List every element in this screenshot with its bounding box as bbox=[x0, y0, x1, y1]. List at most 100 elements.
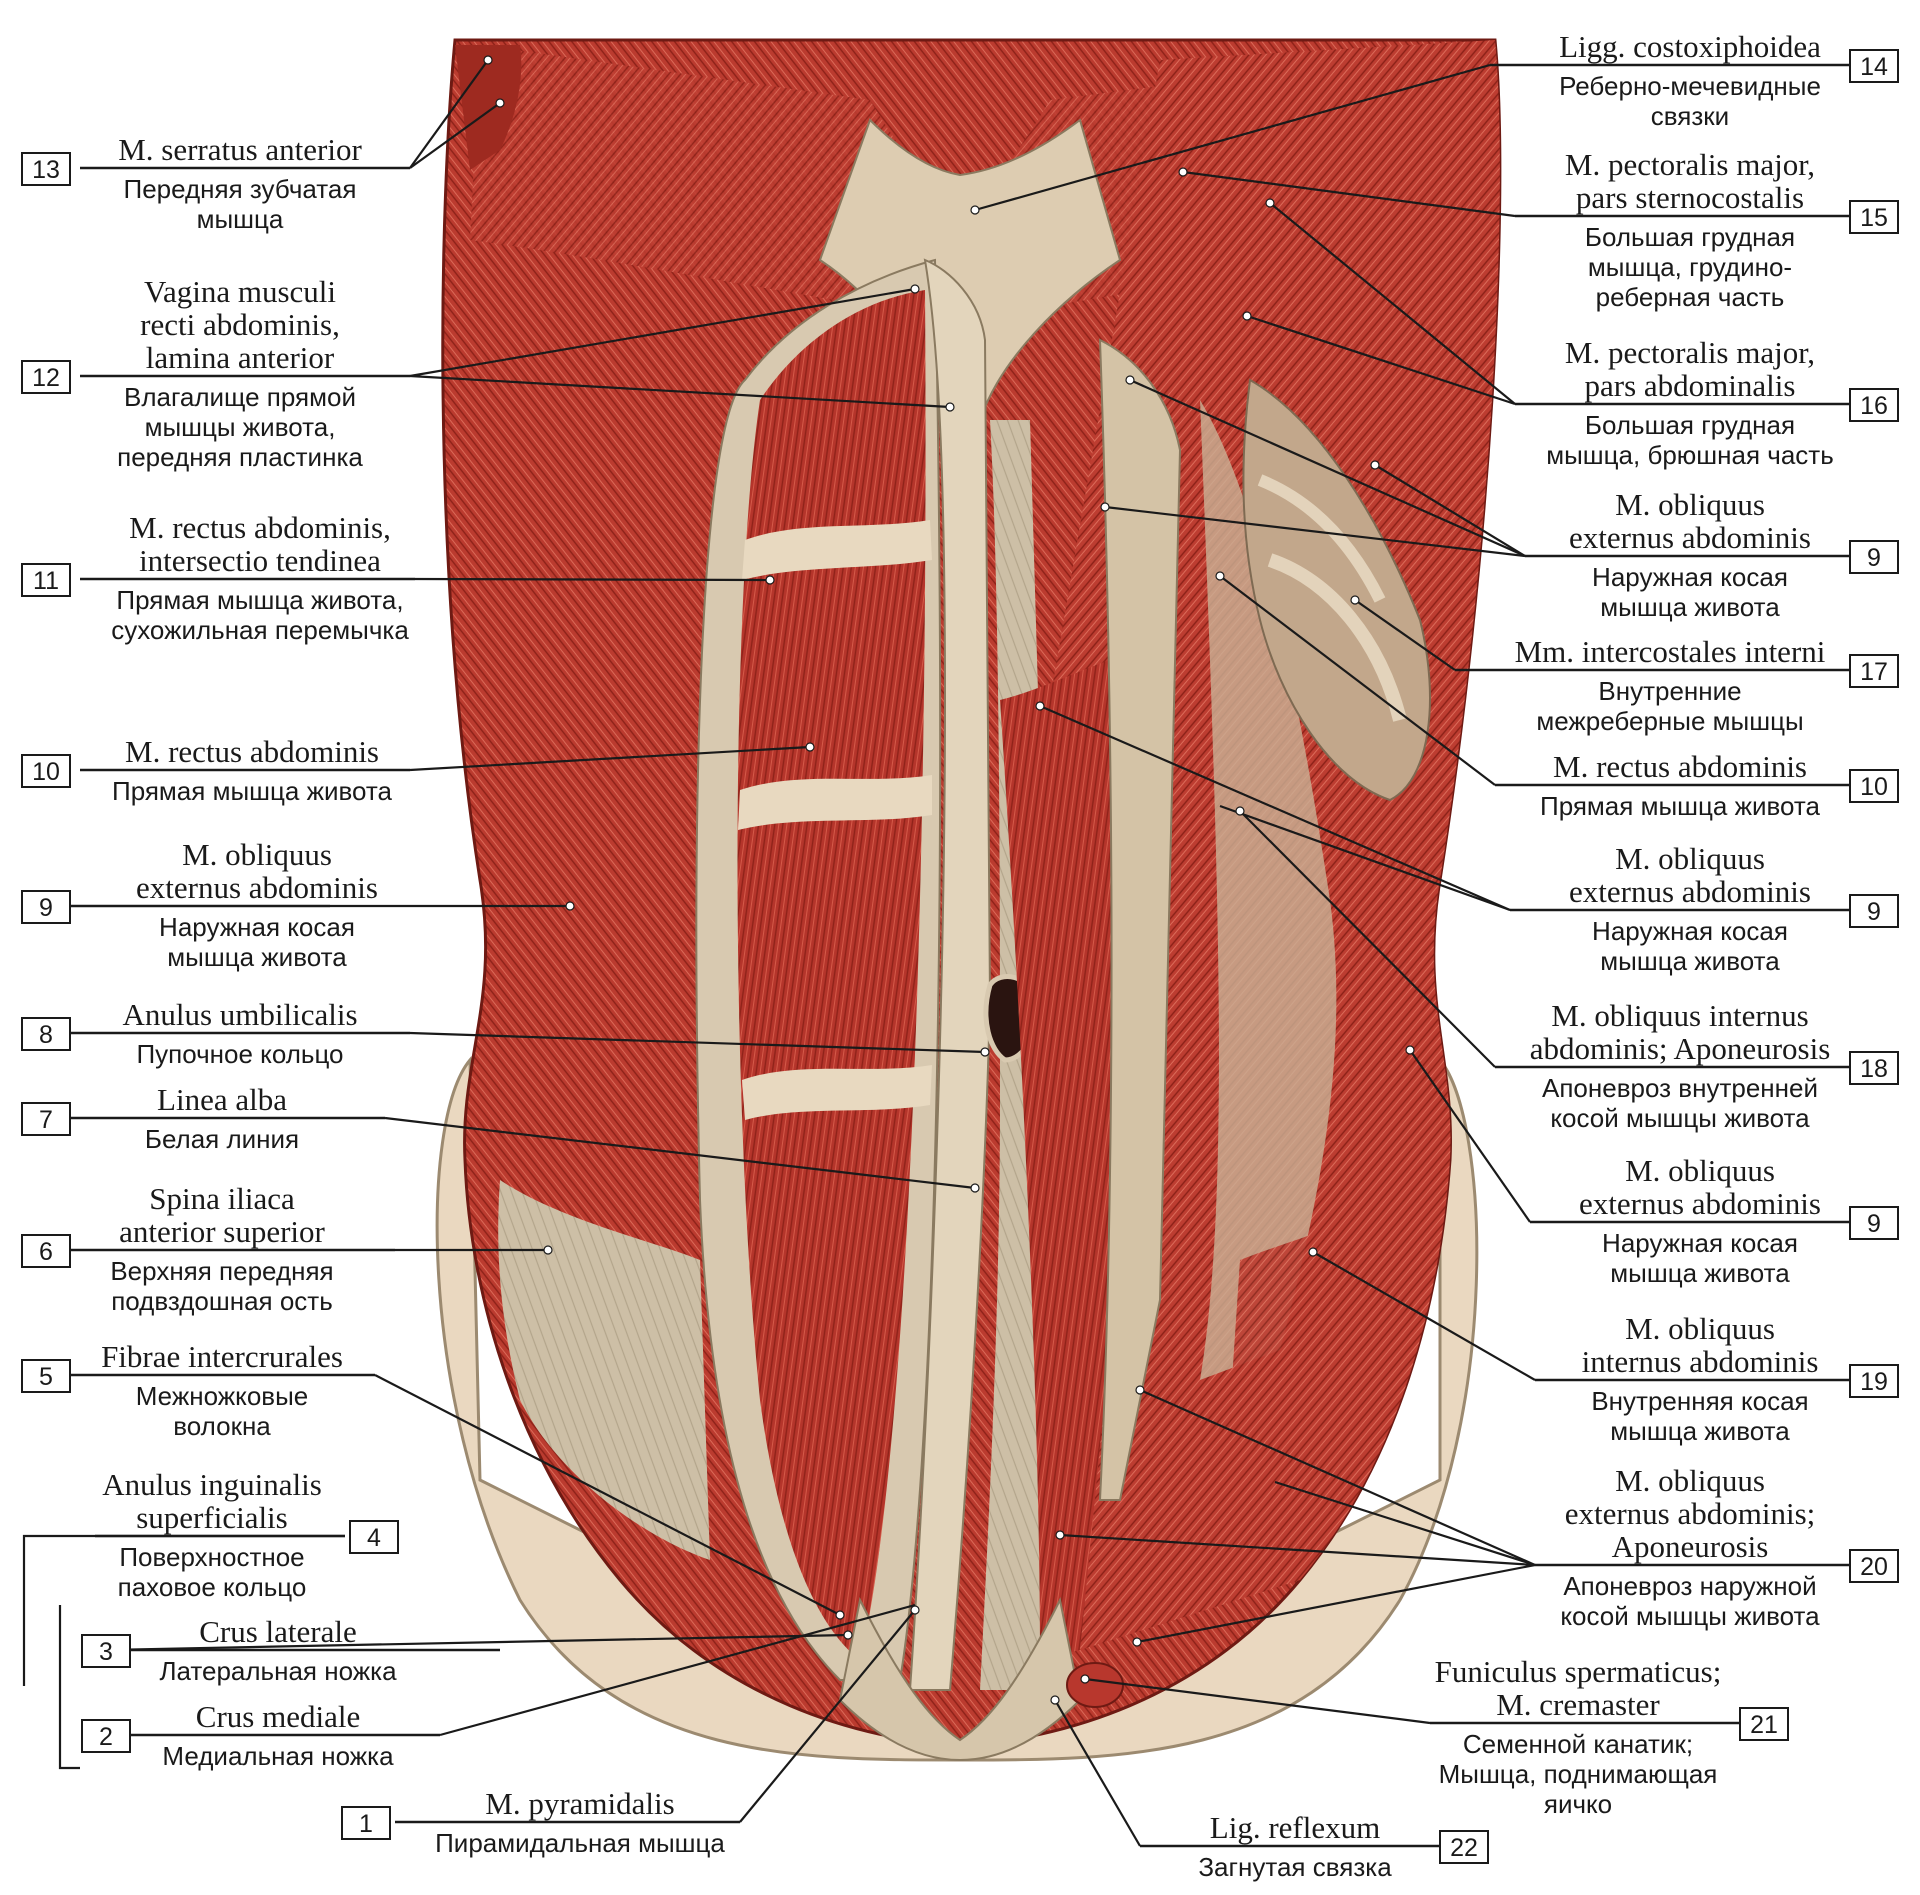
label-4: Anulus inguinalissuperficialisПоверхност… bbox=[95, 1467, 399, 1602]
number-box bbox=[1849, 200, 1899, 234]
latin-term: intersectio tendinea bbox=[139, 543, 381, 578]
russian-term: Поверхностное bbox=[119, 1542, 304, 1572]
right-rectus-muscle bbox=[1000, 660, 1130, 1660]
label-number: 11 bbox=[33, 567, 59, 595]
number-box bbox=[21, 152, 71, 186]
latin-term: externus abdominis bbox=[1569, 520, 1811, 555]
latin-term: abdominis; Aponeurosis bbox=[1530, 1031, 1831, 1066]
number-box bbox=[21, 890, 71, 924]
label-number: 12 bbox=[32, 364, 60, 392]
number-box bbox=[1849, 388, 1899, 422]
latin-term: superficialis bbox=[136, 1500, 288, 1535]
russian-term: волокна bbox=[173, 1411, 271, 1441]
latin-term: externus abdominis bbox=[1569, 874, 1811, 909]
number-box bbox=[81, 1719, 131, 1753]
rib-edge-2 bbox=[1257, 474, 1386, 603]
label-number: 5 bbox=[39, 1363, 53, 1391]
pectoral-area bbox=[470, 45, 1485, 320]
russian-term: подвздошная ость bbox=[111, 1286, 333, 1316]
label-number: 21 bbox=[1750, 1711, 1778, 1739]
russian-term: Пирамидальная мышца bbox=[435, 1828, 725, 1858]
label-number: 9 bbox=[1867, 1210, 1881, 1238]
russian-term: косой мышцы живота bbox=[1550, 1103, 1810, 1133]
latin-term: Anulus inguinalis bbox=[102, 1467, 322, 1502]
russian-term: мышца, брюшная часть bbox=[1546, 440, 1834, 470]
latin-term: M. pectoralis major, bbox=[1565, 335, 1815, 370]
label-number: 4 bbox=[367, 1524, 381, 1552]
latin-term: M. pectoralis major, bbox=[1565, 147, 1815, 182]
latin-term: Mm. intercostales interni bbox=[1515, 634, 1826, 669]
russian-term: Загнутая связка bbox=[1198, 1852, 1392, 1882]
number-box bbox=[1849, 894, 1899, 928]
leader-lines bbox=[22, 59, 1536, 1847]
label-15: M. pectoralis major,pars sternocostalisБ… bbox=[1515, 147, 1899, 312]
pelvic-skin bbox=[435, 1055, 1479, 1762]
number-box bbox=[21, 360, 71, 394]
latin-term: Funiculus spermaticus; bbox=[1435, 1654, 1722, 1689]
latin-term: Aponeurosis bbox=[1612, 1529, 1769, 1564]
serratus-anterior bbox=[455, 45, 522, 170]
latin-term: M. rectus abdominis bbox=[125, 734, 379, 769]
label-number: 2 bbox=[99, 1723, 113, 1751]
russian-term: Внутренние bbox=[1598, 676, 1741, 706]
label-11: M. rectus abdominis,intersectio tendinea… bbox=[21, 510, 415, 645]
number-box bbox=[21, 754, 71, 788]
label-16: M. pectoralis major,pars abdominalisБоль… bbox=[1515, 335, 1899, 470]
russian-term: Внутренняя косая bbox=[1591, 1386, 1808, 1416]
label-number: 9 bbox=[1867, 898, 1881, 926]
latin-term: anterior superior bbox=[119, 1214, 325, 1249]
russian-term: Латеральная ножка bbox=[159, 1656, 397, 1686]
left-intersection-1 bbox=[742, 520, 932, 580]
russian-term: Апоневроз наружной bbox=[1563, 1571, 1816, 1601]
number-box bbox=[1849, 1549, 1899, 1583]
label-17: Mm. intercostales interniВнутренниемежре… bbox=[1455, 634, 1899, 736]
latin-term: pars sternocostalis bbox=[1576, 180, 1804, 215]
label-number: 16 bbox=[1860, 392, 1888, 420]
russian-term: связки bbox=[1651, 101, 1729, 131]
label-number: 10 bbox=[32, 758, 60, 786]
label-number: 20 bbox=[1860, 1553, 1888, 1581]
russian-term: мышца bbox=[197, 204, 284, 234]
latin-term: externus abdominis bbox=[136, 870, 378, 905]
russian-term: Межножковые bbox=[136, 1381, 309, 1411]
latin-term: Vagina musculi bbox=[144, 274, 336, 309]
torso-illustration bbox=[435, 38, 1502, 1762]
label-number: 14 bbox=[1860, 53, 1888, 81]
latin-term: Crus laterale bbox=[199, 1614, 357, 1649]
label-number: 19 bbox=[1860, 1368, 1888, 1396]
right-internal-oblique-aponeurosis bbox=[1200, 400, 1337, 1380]
label-number: 9 bbox=[1867, 544, 1881, 572]
intercostal-window bbox=[1242, 378, 1431, 802]
pubic-region bbox=[838, 1596, 1082, 1762]
rib-edge-1 bbox=[1267, 553, 1407, 722]
latin-term: M. rectus abdominis, bbox=[129, 510, 391, 545]
russian-term: сухожильная перемычка bbox=[111, 615, 409, 645]
russian-term: Апоневроз внутренней bbox=[1542, 1073, 1818, 1103]
label-number: 10 bbox=[1860, 773, 1888, 801]
label-number: 6 bbox=[39, 1238, 53, 1266]
russian-term: Передняя зубчатая bbox=[124, 174, 357, 204]
latin-term: M. obliquus internus bbox=[1551, 998, 1808, 1033]
russian-term: Семенной канатик; bbox=[1463, 1729, 1693, 1759]
russian-term: Большая грудная bbox=[1585, 222, 1795, 252]
latin-term: M. cremaster bbox=[1496, 1687, 1660, 1722]
russian-term: мышца живота bbox=[1600, 592, 1780, 622]
left-intersection-2 bbox=[738, 775, 932, 830]
right-reflected-strip bbox=[1098, 338, 1182, 1501]
number-box bbox=[1439, 1830, 1489, 1864]
latin-term: Fibrae intercrurales bbox=[101, 1339, 343, 1374]
russian-term: реберная часть bbox=[1596, 282, 1785, 312]
latin-term: Linea alba bbox=[157, 1082, 287, 1117]
